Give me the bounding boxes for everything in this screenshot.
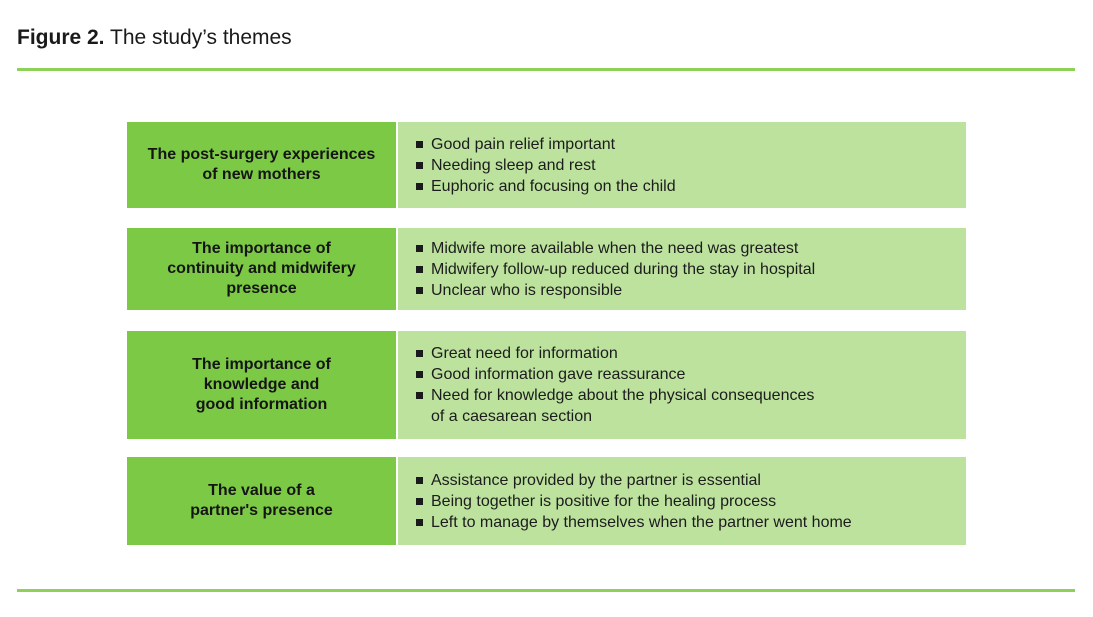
theme-box: The post-surgery experiences of new moth… bbox=[127, 122, 396, 208]
themes-table: The post-surgery experiences of new moth… bbox=[127, 122, 966, 545]
theme-title: The importance of continuity and midwife… bbox=[167, 240, 356, 297]
bullet-text: Being together is positive for the heali… bbox=[431, 492, 777, 510]
bullet-square-icon bbox=[416, 350, 423, 357]
bullet-item: Need for knowledge about the physical co… bbox=[416, 385, 956, 427]
bullet-item: Midwife more available when the need was… bbox=[416, 238, 956, 259]
theme-title: The importance of knowledge and good inf… bbox=[192, 356, 331, 413]
theme-details-box: Good pain relief important Needing sleep… bbox=[398, 122, 966, 208]
bullet-square-icon bbox=[416, 244, 423, 252]
bullet-square-icon bbox=[416, 518, 423, 526]
bullet-text: Great need for information bbox=[431, 345, 618, 362]
figure-title-text: The study’s themes bbox=[104, 26, 292, 49]
bullet-text: Midwife more available when the need was… bbox=[431, 239, 799, 257]
top-divider-line bbox=[17, 68, 1075, 71]
theme-details-box: Midwife more available when the need was… bbox=[398, 228, 966, 310]
bullet-square-icon bbox=[416, 265, 423, 273]
bullet-text: Left to manage by themselves when the pa… bbox=[431, 513, 852, 531]
bullet-square-icon bbox=[416, 161, 423, 169]
theme-details-box: Assistance provided by the partner is es… bbox=[398, 457, 966, 545]
bullet-square-icon bbox=[416, 182, 423, 190]
theme-box: The importance of knowledge and good inf… bbox=[127, 331, 396, 439]
bullet-text: Assistance provided by the partner is es… bbox=[431, 471, 761, 489]
figure-label: Figure 2. bbox=[17, 26, 105, 49]
theme-box: The importance of continuity and midwife… bbox=[127, 228, 396, 310]
bullet-square-icon bbox=[416, 140, 423, 148]
theme-title: The value of a partner's presence bbox=[190, 482, 333, 519]
bullet-square-icon bbox=[416, 497, 423, 505]
bullet-square-icon bbox=[416, 476, 423, 484]
bullet-text: Midwifery follow-up reduced during the s… bbox=[431, 260, 816, 278]
bullet-item: Midwifery follow-up reduced during the s… bbox=[416, 259, 956, 280]
theme-row: The post-surgery experiences of new moth… bbox=[127, 122, 966, 208]
bullet-text: Unclear who is responsible bbox=[431, 281, 623, 299]
bullet-item: Needing sleep and rest bbox=[416, 155, 956, 176]
bullet-text: Good information gave reassurance bbox=[431, 366, 686, 383]
bullet-item: Assistance provided by the partner is es… bbox=[416, 470, 956, 491]
bullet-item: Left to manage by themselves when the pa… bbox=[416, 512, 956, 533]
bullet-item: Great need for information bbox=[416, 343, 956, 364]
bullet-text: Needing sleep and rest bbox=[431, 156, 596, 174]
bullet-text: Euphoric and focusing on the child bbox=[431, 177, 676, 195]
bullet-item: Good information gave reassurance bbox=[416, 364, 956, 385]
theme-row: The importance of continuity and midwife… bbox=[127, 228, 966, 310]
bottom-divider-line bbox=[17, 589, 1075, 592]
bullet-square-icon bbox=[416, 371, 423, 378]
bullet-item: Good pain relief important bbox=[416, 134, 956, 155]
theme-box: The value of a partner's presence bbox=[127, 457, 396, 545]
bullet-square-icon bbox=[416, 392, 423, 399]
bullet-item: Unclear who is responsible bbox=[416, 280, 956, 301]
bullet-text: Need for knowledge about the physical co… bbox=[431, 387, 815, 425]
theme-title: The post-surgery experiences of new moth… bbox=[147, 146, 376, 183]
bullet-square-icon bbox=[416, 286, 423, 294]
bullet-item: Being together is positive for the heali… bbox=[416, 491, 956, 512]
theme-details-box: Great need for information Good informat… bbox=[398, 331, 966, 439]
bullet-text: Good pain relief important bbox=[431, 135, 616, 153]
figure-title: Figure 2. The study’s themes bbox=[17, 25, 292, 51]
bullet-item: Euphoric and focusing on the child bbox=[416, 176, 956, 197]
theme-row: The importance of knowledge and good inf… bbox=[127, 331, 966, 439]
theme-row: The value of a partner's presence Assist… bbox=[127, 457, 966, 545]
